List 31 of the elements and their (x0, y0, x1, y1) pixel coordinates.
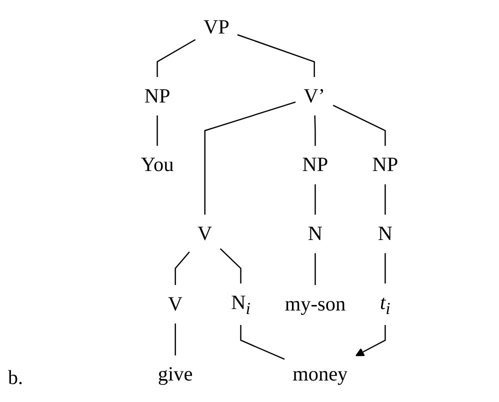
connector (204, 102, 296, 215)
connector (156, 39, 196, 77)
node-text: VP (203, 16, 230, 38)
node-text: N$_{i}$ (231, 292, 250, 318)
item-label: b. (8, 367, 23, 390)
connector (384, 184, 386, 215)
arrow (355, 325, 386, 356)
node-text: You (140, 154, 174, 176)
node-text: N (378, 222, 393, 246)
node-text: V’ (304, 85, 326, 108)
node-text: NP (302, 154, 328, 176)
connector (237, 34, 315, 77)
node-text: my-son (284, 293, 346, 316)
connector (220, 248, 242, 284)
connector (314, 184, 316, 215)
connector (314, 253, 316, 286)
connector (174, 324, 176, 356)
node-text: V (168, 293, 183, 316)
connector (332, 104, 386, 146)
node-text: money (292, 364, 348, 386)
connector (314, 115, 316, 146)
node-text: NP (372, 154, 398, 176)
node-text: give (158, 364, 193, 386)
node-text: N (308, 222, 323, 246)
node-text: V (198, 222, 212, 246)
connector (156, 115, 158, 146)
node-text: t$_{i}$ (380, 292, 390, 318)
connector (174, 251, 190, 286)
connector (384, 253, 386, 284)
node-text: NP (144, 85, 170, 108)
connector (240, 325, 285, 360)
